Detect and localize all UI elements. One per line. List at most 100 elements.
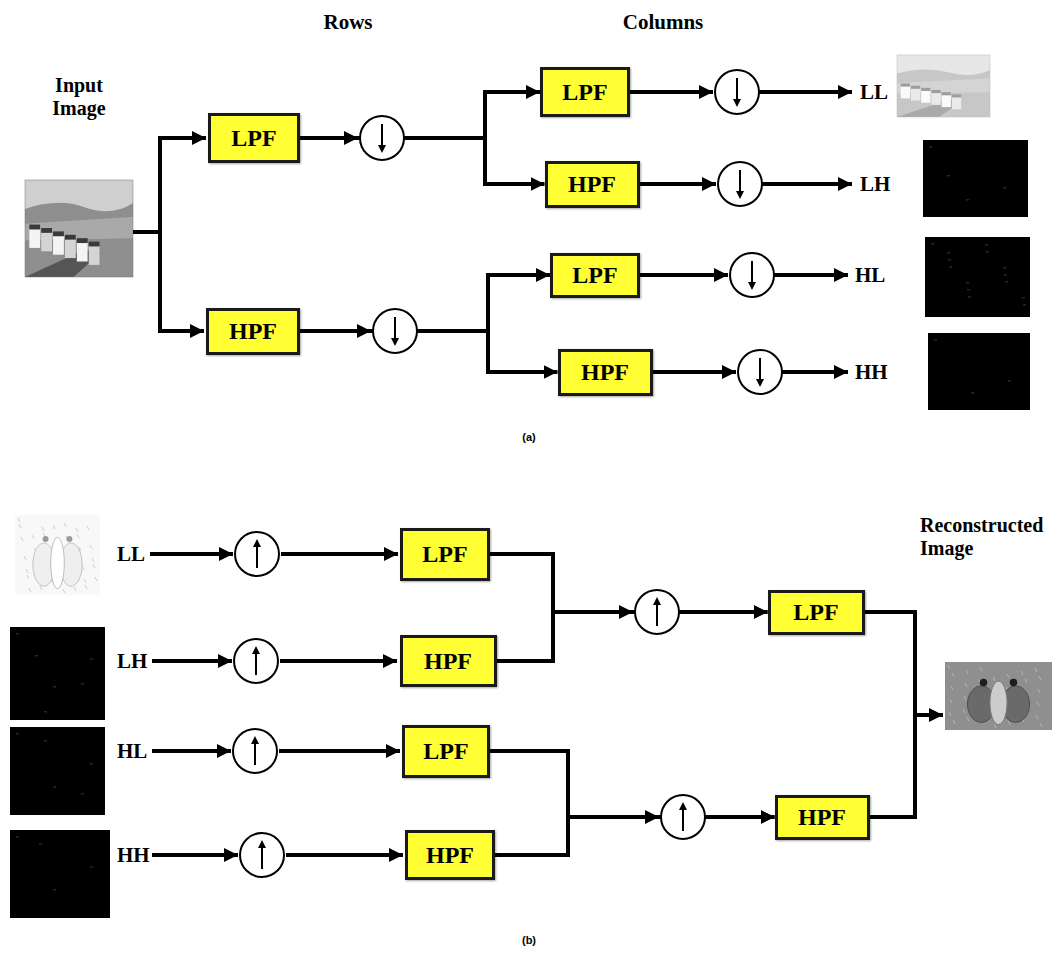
photo-fur [1035, 668, 1037, 672]
photo-houses [29, 225, 99, 265]
subband-detail [53, 786, 56, 788]
lowpass-filter-box: LPF [550, 253, 640, 298]
photo-fur [95, 577, 97, 581]
sampler-circle [360, 116, 404, 160]
photo-eye [1010, 679, 1017, 686]
photo-house [53, 235, 64, 254]
highpass-filter-box: HPF [405, 830, 495, 880]
signal-wire [133, 230, 162, 234]
photo-house [911, 88, 920, 100]
subband-image [928, 333, 1030, 410]
subband-label: LL [860, 80, 888, 104]
photo-fur [74, 587, 76, 591]
signal-wire [630, 90, 713, 94]
photo-ground [15, 515, 100, 595]
stage-heading: Columns [623, 10, 704, 34]
subband-image [10, 830, 110, 918]
signal-wire [152, 749, 231, 753]
downsampler-symbol [715, 70, 759, 114]
panel-label: (a) [522, 431, 535, 444]
filter-label: LPF [423, 738, 468, 764]
upsampler-symbol [635, 590, 679, 634]
signal-connector [495, 817, 775, 855]
signal-wire [286, 853, 403, 857]
photo-fur [84, 579, 86, 583]
sampler-arrowhead [253, 539, 261, 547]
subband-detail [948, 259, 951, 261]
downsampler-symbol [718, 162, 762, 206]
subband-label-holder: HH [117, 843, 150, 867]
sampler-arrow [254, 743, 256, 765]
photo-fur [27, 575, 29, 579]
subband-label: LL [117, 542, 145, 566]
output-label: Reconstructed Image [920, 514, 1056, 560]
lowpass-filter-box: LPF [402, 725, 490, 778]
photo-fur [53, 525, 55, 529]
signal-wire [653, 370, 736, 374]
photo-fur [21, 537, 23, 541]
panel-label: (b) [522, 934, 536, 947]
photo-fur [76, 528, 78, 532]
photo-fur [951, 686, 953, 690]
photo-fur [93, 564, 95, 568]
photo-fur [1038, 689, 1040, 693]
photo-house [41, 232, 52, 251]
photo-fur [19, 524, 21, 528]
subband-detail [90, 763, 93, 765]
photo-house [921, 90, 930, 102]
photo-eye [66, 536, 72, 542]
photo-hills [25, 203, 133, 277]
signal-wire [865, 610, 917, 614]
subband-detail [929, 146, 932, 148]
subband-detail [947, 252, 950, 254]
subband-ground [10, 627, 105, 720]
subband-image [923, 140, 1028, 217]
photo-sky [25, 180, 133, 277]
photo-fur [949, 712, 951, 716]
photo-house [942, 95, 951, 107]
subband-label-holder: LH [860, 172, 890, 196]
subband-detail [971, 392, 974, 394]
signal-connector [300, 138, 545, 184]
subband-detail [35, 655, 38, 657]
signal-wires [133, 92, 943, 855]
sampler-circle [373, 309, 417, 353]
subband-detail [985, 244, 988, 246]
photo-roof [65, 235, 76, 240]
photo-roof [77, 238, 88, 243]
photo-roof [911, 86, 920, 89]
subband-ground [10, 727, 105, 815]
sampler-circle [738, 350, 782, 394]
subband-detail [53, 686, 56, 688]
sampler-arrow [256, 546, 258, 568]
subband-label: HL [117, 739, 147, 763]
subband-detail [53, 889, 56, 891]
subband-detail [968, 296, 971, 298]
photo-fur [77, 534, 79, 538]
stage-heading-holder: Columns [623, 10, 704, 34]
photo-fur [26, 569, 28, 573]
subband-detail [967, 289, 970, 291]
sampler-arrowhead [378, 145, 386, 153]
sampler-arrow [759, 358, 761, 380]
photo-fur [85, 585, 87, 589]
sampler-arrow [261, 847, 263, 869]
photo-fur [1008, 721, 1010, 725]
photo-fur [40, 586, 42, 590]
stage-heading-holder: Rows [323, 10, 372, 34]
subband-detail [1003, 267, 1006, 269]
sampler-arrowhead [756, 379, 764, 387]
photo-roof [29, 225, 40, 230]
signal-wire [152, 659, 232, 663]
subband-label: LH [117, 649, 147, 673]
subband-label-holder: HL [117, 739, 147, 763]
subband-detail [949, 266, 952, 268]
subband-detail [39, 843, 42, 845]
signal-wire [158, 329, 204, 333]
filter-label: LPF [422, 541, 467, 567]
highpass-filter-box: HPF [775, 795, 870, 840]
photo-fur [953, 720, 955, 724]
photo-roof [41, 228, 52, 233]
